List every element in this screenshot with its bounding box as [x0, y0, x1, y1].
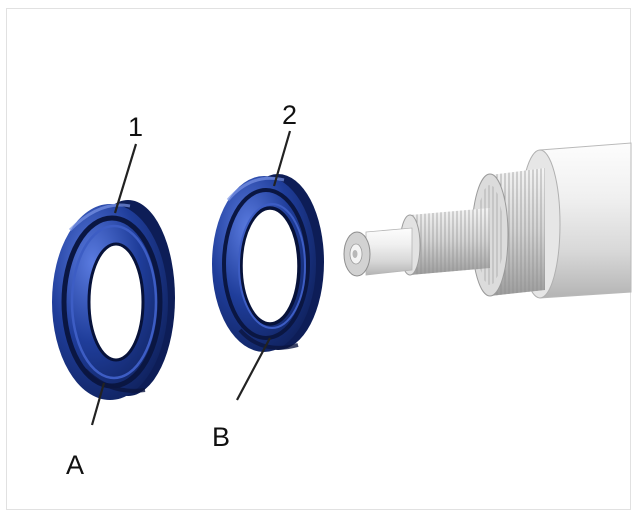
leader-line-1	[113, 143, 138, 214]
callout-lines	[90, 130, 292, 426]
leader-line-2	[272, 130, 292, 187]
callout-label-A: A	[66, 450, 84, 480]
callout-label-2: 2	[282, 100, 297, 130]
seal-ring-1-icon	[52, 200, 175, 400]
seal-ring-2-icon	[212, 174, 324, 352]
leader-line-B	[236, 337, 271, 401]
callout-label-1: 1	[128, 112, 143, 142]
leader-line-A	[90, 382, 106, 426]
callout-label-B: B	[212, 422, 230, 452]
splined-shaft-icon	[343, 142, 632, 299]
